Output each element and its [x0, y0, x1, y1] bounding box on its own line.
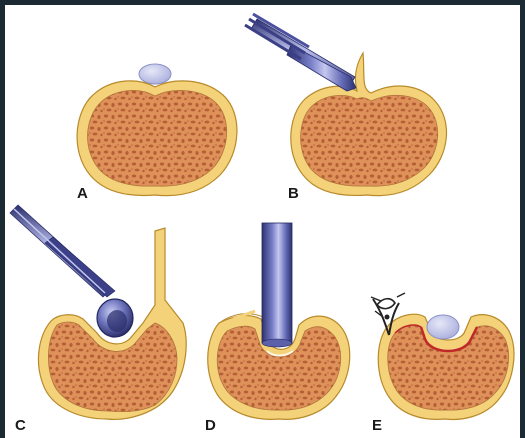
panel-d: D — [205, 223, 350, 434]
panel-label-b: B — [288, 185, 299, 202]
panel-label-e: E — [372, 417, 382, 434]
panel-label-a: A — [77, 185, 88, 202]
panel-c: C — [10, 205, 186, 434]
osteotome-icon — [245, 14, 356, 91]
burr-shaft — [262, 223, 292, 343]
panel-e: E — [371, 293, 514, 434]
panel-a: A — [77, 64, 237, 202]
panel-label-c: C — [15, 417, 26, 434]
panel-label-d: D — [205, 417, 216, 434]
cancellous-b — [301, 95, 438, 186]
burr-icon — [262, 223, 292, 347]
cancellous-a — [88, 90, 227, 186]
figure-canvas: A B C — [5, 5, 520, 438]
figure-frame: A B C — [5, 5, 520, 438]
cyst-a — [139, 64, 171, 84]
graft-e — [427, 315, 459, 339]
panel-b: B — [245, 14, 446, 202]
